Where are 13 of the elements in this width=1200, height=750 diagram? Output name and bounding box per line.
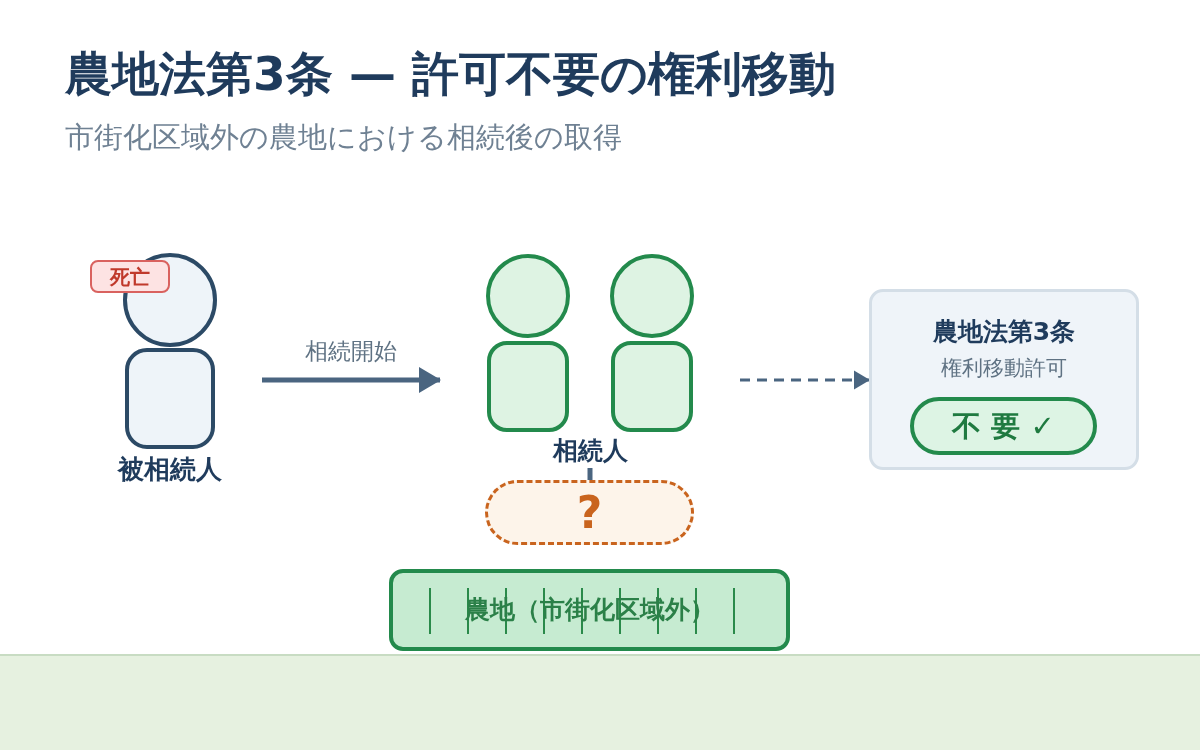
arrow [262, 367, 441, 393]
dashed-bubble: ? [485, 480, 694, 545]
status-pill: 不 要 ✓ [910, 397, 1097, 455]
title: 農地法第3条 — 許可不要の権利移動 [65, 46, 837, 103]
subtitle: 市街化区域外の農地における相続後の取得 [65, 120, 622, 155]
card-text: 権利移動許可 [941, 356, 1067, 382]
card-title: 農地法第3条 [932, 317, 1076, 347]
connector-line [587, 468, 593, 480]
info-card [869, 289, 1139, 470]
person-label: 被相続人 [118, 454, 222, 486]
status-tag: 死亡 [90, 260, 170, 293]
person-label: 相続人 [552, 436, 628, 466]
dashed-arrow [740, 370, 870, 390]
